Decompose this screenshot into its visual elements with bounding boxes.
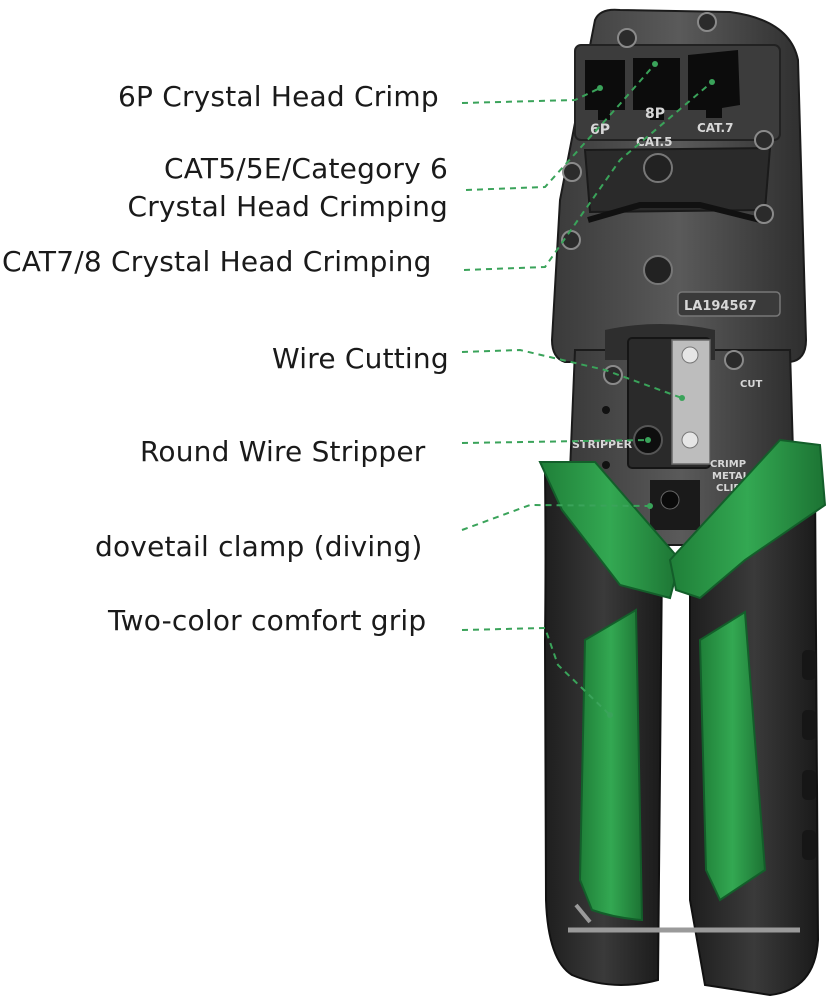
marking-crimp-3: CLIP bbox=[716, 483, 741, 494]
marking-6p: 6P bbox=[590, 122, 610, 138]
callout-wire-cutting: Wire Cutting bbox=[272, 342, 449, 375]
callout-6p-crystal-head-crimp: 6P Crystal Head Crimp bbox=[118, 80, 439, 113]
callout-cat5-line2: Crystal Head Crimping bbox=[127, 190, 448, 223]
marking-cat7: CAT.7 bbox=[697, 121, 733, 135]
marking-crimp-2: METAL bbox=[712, 471, 750, 482]
callout-cat5-line1: CAT5/5E/Category 6 bbox=[163, 152, 448, 185]
right-handle bbox=[668, 438, 827, 997]
callout-two-color-grip: Two-color comfort grip bbox=[108, 604, 427, 637]
callout-cat7-8: CAT7/8 Crystal Head Crimping bbox=[2, 245, 432, 278]
handle-lock-wire bbox=[568, 903, 800, 933]
callout-dovetail-clamp: dovetail clamp (diving) bbox=[95, 530, 423, 563]
marking-crimp-1: CRIMP bbox=[710, 459, 746, 470]
callout-round-wire-stripper: Round Wire Stripper bbox=[140, 435, 426, 468]
marking-cut: CUT bbox=[740, 379, 762, 390]
marking-stripper: STRIPPER bbox=[572, 438, 633, 451]
marking-cat5: CAT.5 bbox=[636, 135, 672, 149]
crimp-head: 6P 8P CAT.5 CAT.7 LA194567 bbox=[550, 8, 808, 363]
model-number: LA194567 bbox=[684, 299, 757, 314]
left-handle bbox=[538, 461, 682, 986]
marking-8p: 8P bbox=[645, 106, 665, 122]
